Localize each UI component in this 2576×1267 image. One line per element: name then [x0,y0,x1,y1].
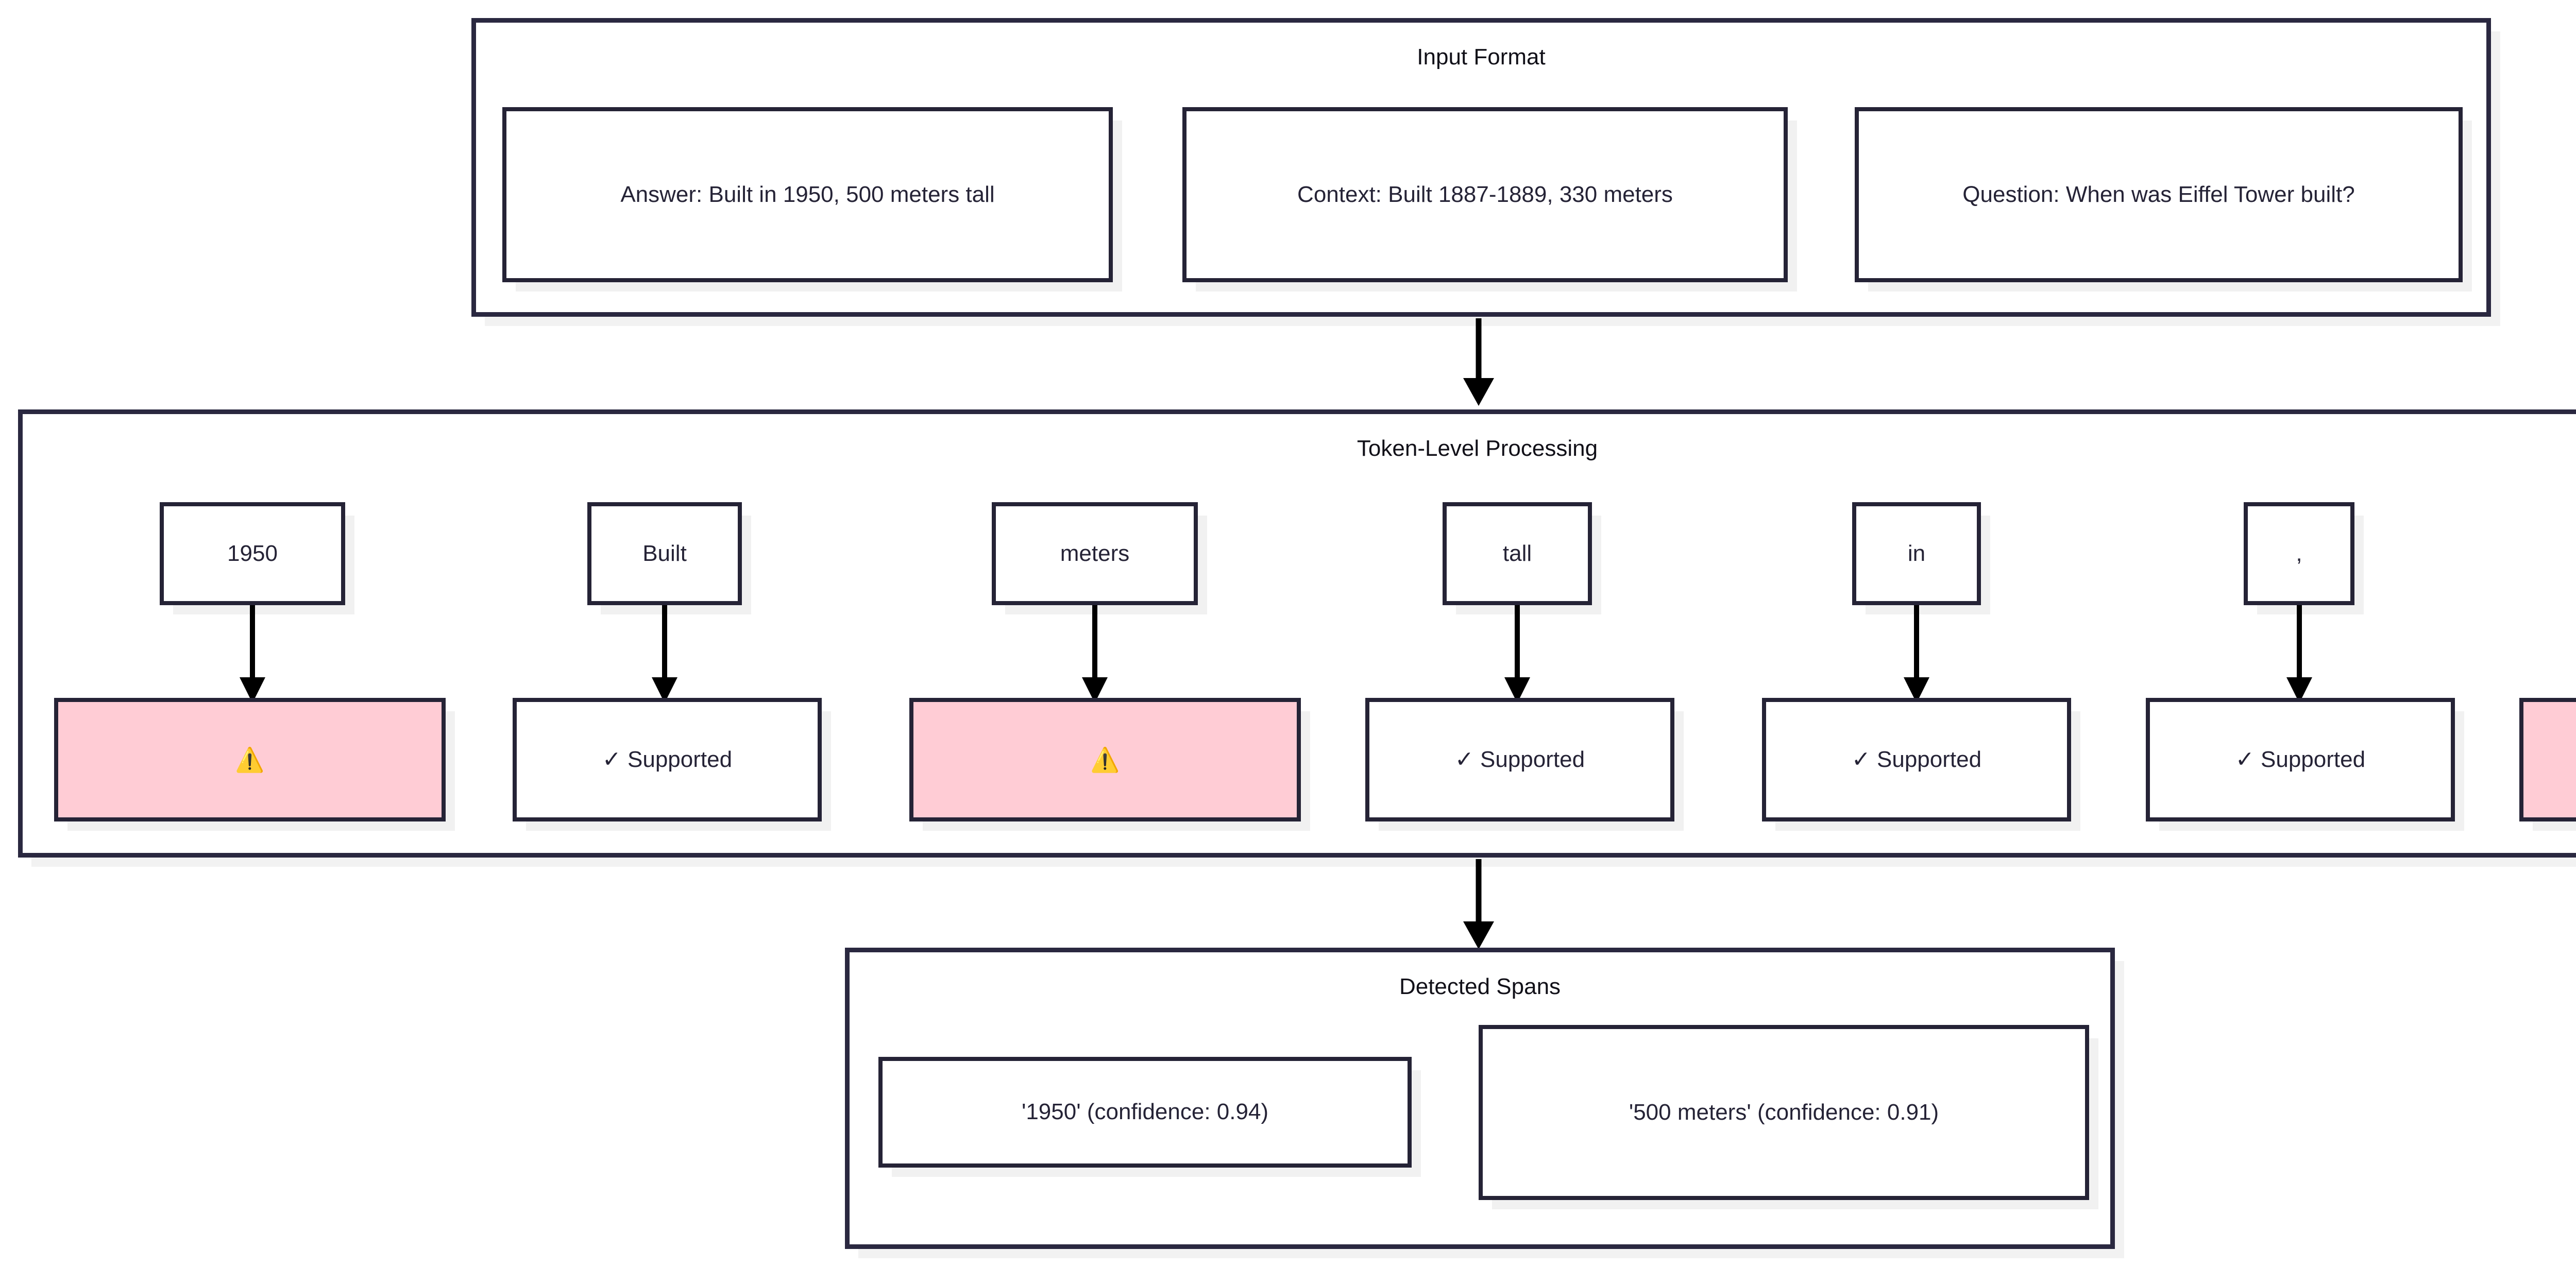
status-box-5[interactable]: ✓ Supported [2146,698,2455,821]
span-box-0-label: '1950' (confidence: 0.94) [1021,1099,1269,1125]
input-box-answer-label: Answer: Built in 1950, 500 meters tall [620,181,995,207]
input-box-context[interactable]: Context: Built 1887-1889, 330 meters [1182,107,1788,282]
warning-icon: ⚠️ [1090,746,1120,773]
status-box-0[interactable]: ⚠️ [54,698,446,821]
span-box-0[interactable]: '1950' (confidence: 0.94) [878,1057,1412,1168]
token-box-3[interactable]: tall [1443,502,1592,605]
token-box-2-label: meters [1060,540,1130,566]
span-box-1[interactable]: '500 meters' (confidence: 0.91) [1479,1025,2089,1200]
arrow-token-3 [1499,605,1535,703]
status-box-6[interactable]: ⚠️ [2519,698,2576,821]
status-box-2[interactable]: ⚠️ [909,698,1301,821]
token-box-0[interactable]: 1950 [160,502,345,605]
arrow-token-0 [234,605,270,703]
status-box-3[interactable]: ✓ Supported [1365,698,1674,821]
arrow-token-1 [647,605,683,703]
arrow-token-to-spans [1458,859,1499,949]
status-box-1-label: ✓ Supported [602,746,733,772]
status-box-4[interactable]: ✓ Supported [1762,698,2071,821]
input-box-answer[interactable]: Answer: Built in 1950, 500 meters tall [502,107,1113,282]
span-box-1-label: '500 meters' (confidence: 0.91) [1629,1099,1939,1125]
status-box-5-label: ✓ Supported [2235,746,2366,772]
status-box-3-label: ✓ Supported [1454,746,1585,772]
status-box-1[interactable]: ✓ Supported [513,698,822,821]
input-format-title: Input Format [1417,44,1546,70]
warning-icon: ⚠️ [235,746,265,773]
arrow-input-to-token [1458,318,1499,406]
token-box-3-label: tall [1502,540,1532,566]
token-box-1[interactable]: Built [587,502,742,605]
input-box-context-label: Context: Built 1887-1889, 330 meters [1297,181,1673,207]
token-processing-title: Token-Level Processing [1357,436,1598,461]
status-box-4-label: ✓ Supported [1851,746,1982,772]
token-box-4-label: in [1907,540,1926,566]
token-box-2[interactable]: meters [992,502,1198,605]
token-box-4[interactable]: in [1852,502,1981,605]
arrow-token-5 [2281,605,2317,703]
arrow-token-4 [1899,605,1935,703]
input-box-question-label: Question: When was Eiffel Tower built? [1962,181,2355,207]
token-box-5-label: , [2296,540,2302,566]
token-box-0-label: 1950 [227,540,278,566]
input-box-question[interactable]: Question: When was Eiffel Tower built? [1855,107,2463,282]
detected-spans-title: Detected Spans [1399,974,1561,999]
token-box-5[interactable]: , [2244,502,2354,605]
arrow-token-2 [1077,605,1113,703]
token-box-1-label: Built [642,540,687,566]
